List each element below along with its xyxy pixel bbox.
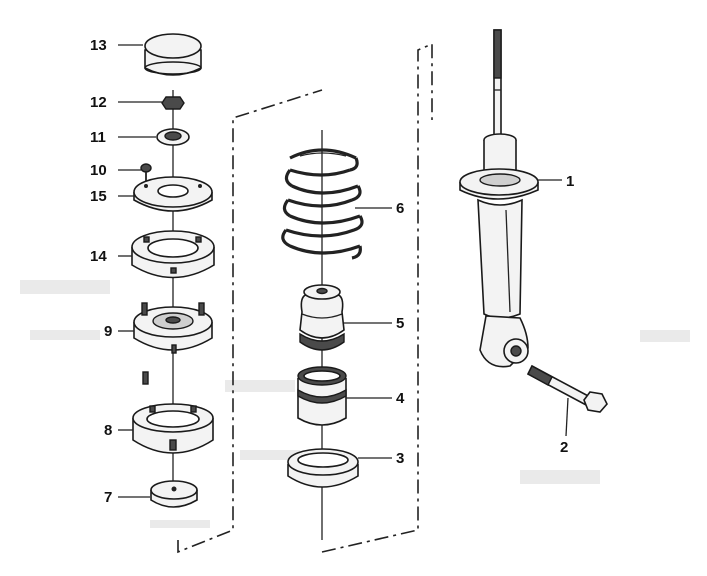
- label-2: 2: [560, 439, 568, 456]
- part-1-shock-absorber: [459, 29, 539, 368]
- label-12: 12: [90, 94, 107, 111]
- part-9-mount: [133, 302, 213, 354]
- label-10: 10: [90, 162, 107, 179]
- label-1: 1: [566, 173, 574, 190]
- part-2-bolt: [526, 364, 608, 413]
- label-7: 7: [104, 489, 112, 506]
- part-14-ring: [131, 230, 215, 279]
- label-8: 8: [104, 422, 112, 439]
- part-9-stud: [142, 371, 149, 385]
- part-11-washer: [156, 128, 190, 146]
- leader-lines: [118, 44, 569, 498]
- label-6: 6: [396, 200, 404, 217]
- label-4: 4: [396, 390, 405, 407]
- assembly-boundary-lines: [177, 42, 433, 554]
- label-11: 11: [90, 129, 106, 146]
- label-13: 13: [90, 37, 107, 54]
- part-12-nut: [161, 96, 185, 110]
- label-5: 5: [396, 315, 404, 332]
- part-15-plate: [133, 176, 213, 212]
- part-3-seat: [287, 448, 359, 488]
- label-3: 3: [396, 450, 404, 467]
- part-5-bumpstop: [299, 284, 345, 351]
- label-9: 9: [104, 323, 112, 340]
- part-6-spring: [281, 148, 364, 260]
- part-labels: 13 12 11 10 15 14 9 8 7 6 5 4 3 1 2: [90, 37, 574, 506]
- label-14: 14: [90, 248, 107, 265]
- label-15: 15: [90, 188, 107, 205]
- scan-noise: [20, 280, 690, 528]
- part-7-base: [150, 480, 198, 508]
- part-8-ring: [132, 403, 214, 454]
- part-4-sleeve: [297, 366, 347, 426]
- part-13-cap: [144, 33, 202, 76]
